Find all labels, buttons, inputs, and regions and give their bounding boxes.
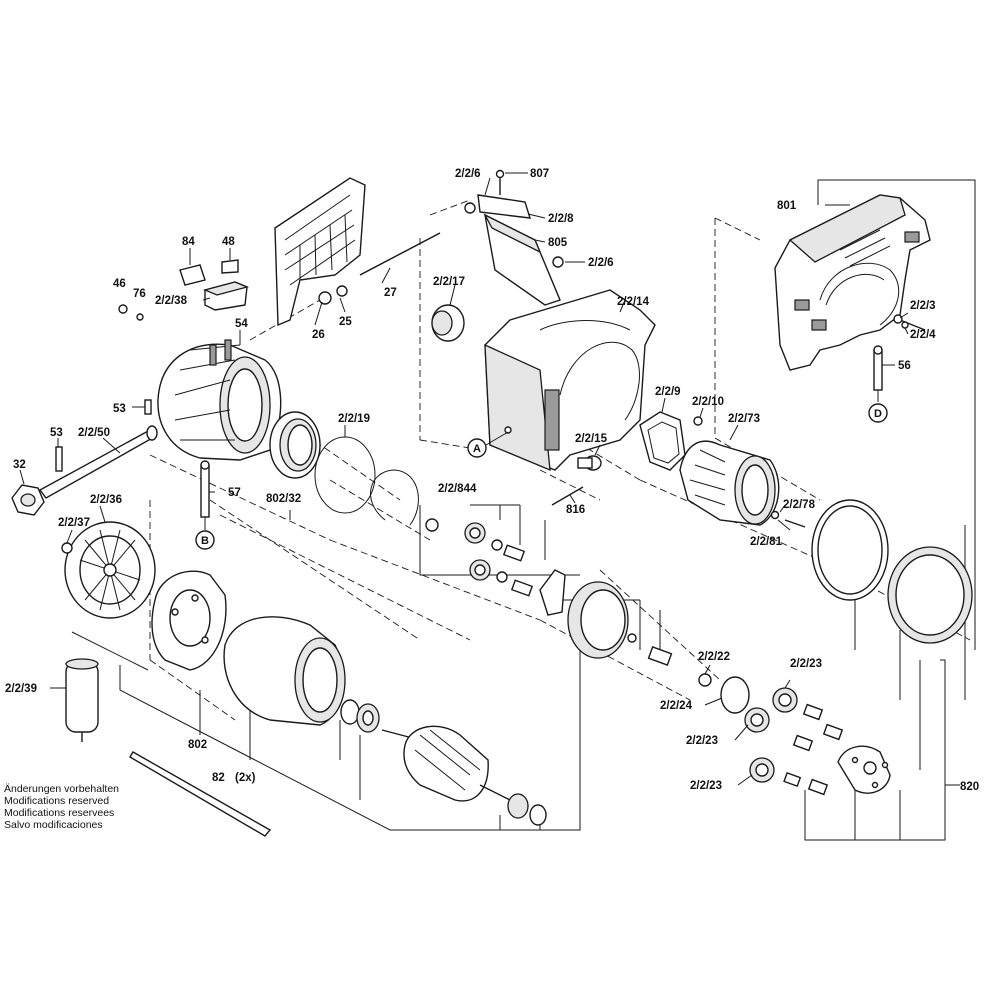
marker-b: B [195,530,215,550]
shaft-2-2-50 [38,425,158,499]
label-2-2-8: 2/2/8 [548,213,574,225]
label-2-2-38: 2/2/38 [155,295,188,307]
planet-gears-2-2-23 [744,687,844,796]
label-2-2-19: 2/2/19 [338,413,370,425]
label-2-2-23-a: 2/2/23 [790,658,822,670]
label-76: 76 [133,288,146,300]
label-2-2-78: 2/2/78 [783,499,816,511]
label-2-2-4: 2/2/4 [910,329,936,341]
gasket-2-2-19 [314,436,376,514]
armature [381,725,547,826]
modifications-notice: Änderungen vorbehalten Modifications res… [4,783,119,831]
label-2-2-23-b: 2/2/23 [686,735,718,747]
ring-gear-center [567,581,673,666]
motor-rings [340,699,380,733]
notice-line-en: Modifications reserved [4,795,110,807]
label-2-2-36: 2/2/36 [90,494,122,506]
label-27: 27 [384,287,397,299]
part-labels: 807 2/2/6 2/2/8 805 2/2/6 801 2/2/3 2/2/… [5,168,979,793]
label-2-2-22: 2/2/22 [698,651,730,663]
rod-27 [359,232,441,276]
label-2-2-81: 2/2/81 [750,536,783,548]
circlip [370,469,419,526]
label-84: 84 [182,236,195,248]
label-56: 56 [898,360,911,372]
screw-2-2-3 [893,314,926,331]
svg-text:A: A [473,443,481,455]
label-2-2-39: 2/2/39 [5,683,37,695]
housing-2-2-14 [484,289,656,472]
label-53-b: 53 [50,427,63,439]
leader-lines [19,172,909,786]
label-46: 46 [113,278,126,290]
label-2-2-73: 2/2/73 [728,413,760,425]
label-2-2-17: 2/2/17 [433,276,465,288]
svg-text:B: B [201,535,209,547]
label-807: 807 [530,168,549,180]
marker-a: A [467,431,509,458]
label-48: 48 [222,236,235,248]
pin-53 [55,399,152,472]
label-2-2-50: 2/2/50 [78,427,110,439]
label-2-2-3: 2/2/3 [910,300,936,312]
bolt-2-2-15 [577,455,602,471]
stator [223,616,346,726]
label-2-2-6-top: 2/2/6 [455,168,481,180]
planet-carrier [837,745,891,794]
label-2-2-23-c: 2/2/23 [690,780,722,792]
label-2-2-14: 2/2/14 [617,296,650,308]
label-2-2-6-mid: 2/2/6 [588,257,614,269]
cover-plate-2-2-8 [464,169,564,306]
label-2-2-15: 2/2/15 [575,433,608,445]
label-816: 816 [566,504,585,516]
label-2-2-10: 2/2/10 [692,396,724,408]
pin-56 [873,345,883,402]
pin-57 [200,460,210,530]
notice-line-es: Salvo modificaciones [4,819,103,831]
gear-set-2-2-844 [425,518,566,616]
label-820: 820 [960,781,979,793]
label-801: 801 [777,200,797,212]
end-shield [151,570,227,671]
nut-32 [11,484,45,516]
ring-802-32 [269,411,321,479]
label-82: 82 [212,772,225,784]
switch-parts [118,259,250,321]
bearing-2-2-17 [431,304,465,342]
label-802-32: 802/32 [266,493,301,505]
label-32: 32 [13,459,26,471]
label-54: 54 [235,318,248,330]
cable-tie-82 [129,751,272,837]
label-57: 57 [228,487,241,499]
capacitor-2-2-39 [65,631,149,742]
gear-disc-2-2-24 [698,673,750,714]
pin-816 [551,486,584,506]
label-2-2-37: 2/2/37 [58,517,90,529]
guard-25 [274,177,366,327]
fan-2-2-36 [61,521,156,619]
marker-d: D [868,403,888,423]
svg-text:D: D [874,408,882,420]
label-2-2-9: 2/2/9 [655,386,681,398]
ring-gear-right [887,546,973,644]
label-25: 25 [339,316,352,328]
label-82-qty: (2x) [235,772,256,784]
gasket-right [811,499,889,601]
motor-frame-801 [774,194,931,371]
notice-line-fr: Modifications reservees [4,807,115,819]
notice-line-de: Änderungen vorbehalten [4,783,120,795]
label-802: 802 [188,739,207,751]
screw-2-2-78 [770,510,806,528]
label-2-2-24: 2/2/24 [660,700,693,712]
label-2-2-844: 2/2/844 [438,483,477,495]
label-805: 805 [548,237,568,249]
label-53-a: 53 [113,403,126,415]
motor-housing-left [157,339,282,461]
cone-2-2-73 [679,440,780,526]
label-26: 26 [312,329,325,341]
